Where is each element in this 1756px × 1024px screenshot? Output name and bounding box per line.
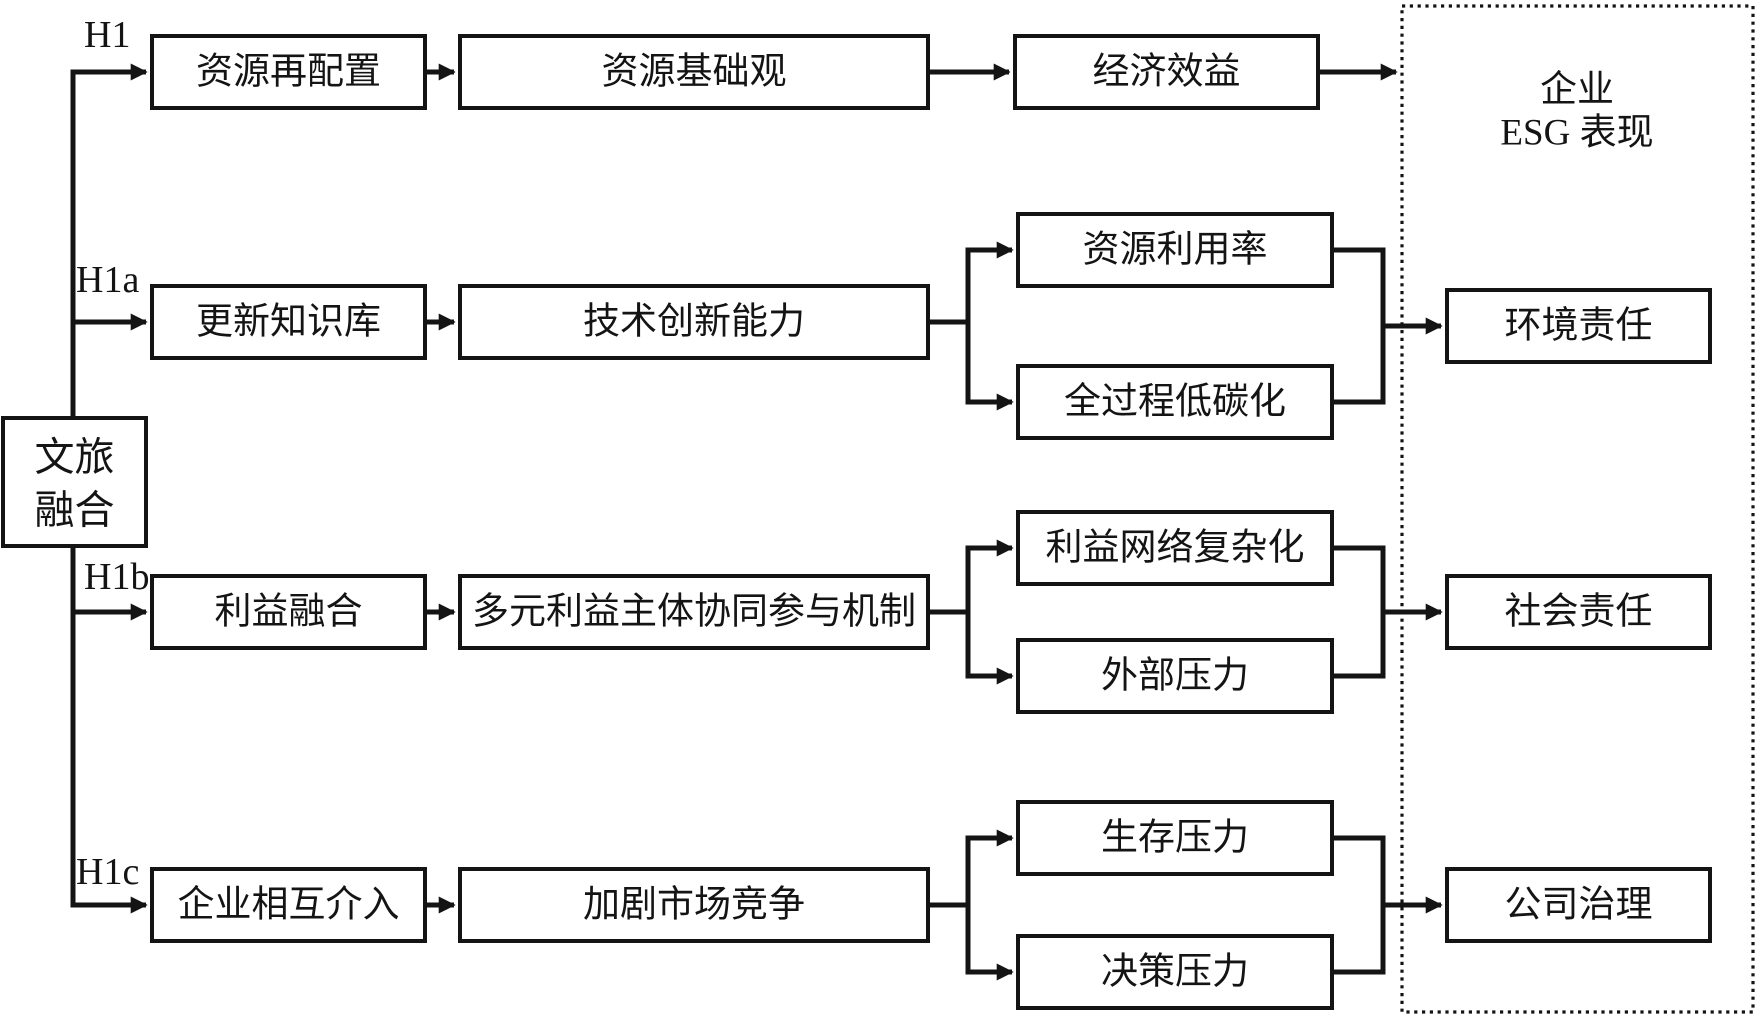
box-h1c-branch2: [1016, 934, 1334, 1010]
box-h1b-outcome: [1445, 574, 1712, 650]
hypothesis-label-h1b: H1b: [84, 556, 149, 598]
label-h1b-stage1: 利益融合: [215, 591, 363, 633]
label-h1a-branch2: 全过程低碳化: [1064, 381, 1286, 423]
label-h1c-stage1: 企业相互介入: [178, 884, 400, 926]
label-h1c-branch2: 决策压力: [1101, 951, 1249, 993]
box-h1a-stage2: [458, 284, 930, 360]
label-h1b-outcome: 社会责任: [1505, 591, 1653, 633]
box-h1b-branch2: [1016, 638, 1334, 714]
source-box: [1, 416, 148, 548]
esg-panel: [1400, 4, 1755, 1014]
hypothesis-label-h1c: H1c: [76, 851, 139, 893]
label-h1b-stage2: 多元利益主体协同参与机制: [472, 591, 916, 633]
panel-title-line1: 企业: [1540, 69, 1614, 111]
label-h1-stage3: 经济效益: [1093, 51, 1241, 93]
box-h1-stage2: [458, 34, 930, 110]
label-h1a-outcome: 环境责任: [1505, 305, 1653, 347]
box-h1c-outcome: [1445, 867, 1712, 943]
box-h1b-stage2: [458, 574, 930, 650]
label-h1-stage1: 资源再配置: [196, 52, 381, 93]
box-h1b-stage1: [150, 574, 427, 650]
box-h1-stage1: [150, 34, 427, 110]
source-label-line1: 文旅: [35, 435, 115, 480]
hypothesis-label-h1a: H1a: [76, 259, 139, 301]
label-h1b-branch2: 外部压力: [1101, 655, 1249, 697]
box-h1c-branch1: [1016, 800, 1334, 876]
label-h1c-branch1: 生存压力: [1101, 818, 1249, 859]
label-h1c-outcome: 公司治理: [1505, 885, 1653, 926]
box-h1a-branch2: [1016, 364, 1334, 440]
label-h1a-stage2: 技术创新能力: [583, 301, 805, 343]
box-h1c-stage2: [458, 867, 930, 943]
panel-title-line2: ESG 表现: [1500, 113, 1653, 154]
label-h1b-branch1: 利益网络复杂化: [1046, 527, 1305, 569]
box-h1a-stage1: [150, 284, 427, 360]
box-h1a-outcome: [1445, 288, 1712, 364]
source-label-line2: 融合: [35, 488, 115, 533]
box-h1a-branch1: [1016, 212, 1334, 288]
label-h1a-stage1: 更新知识库: [196, 301, 381, 343]
box-h1c-stage1: [150, 867, 427, 943]
box-h1b-branch1: [1016, 510, 1334, 586]
label-h1-stage2: 资源基础观: [602, 52, 787, 93]
label-h1a-branch1: 资源利用率: [1083, 229, 1268, 271]
box-h1-stage3: [1013, 34, 1320, 110]
label-h1c-stage2: 加剧市场竞争: [583, 884, 805, 926]
hypothesis-label-h1: H1: [84, 14, 130, 56]
